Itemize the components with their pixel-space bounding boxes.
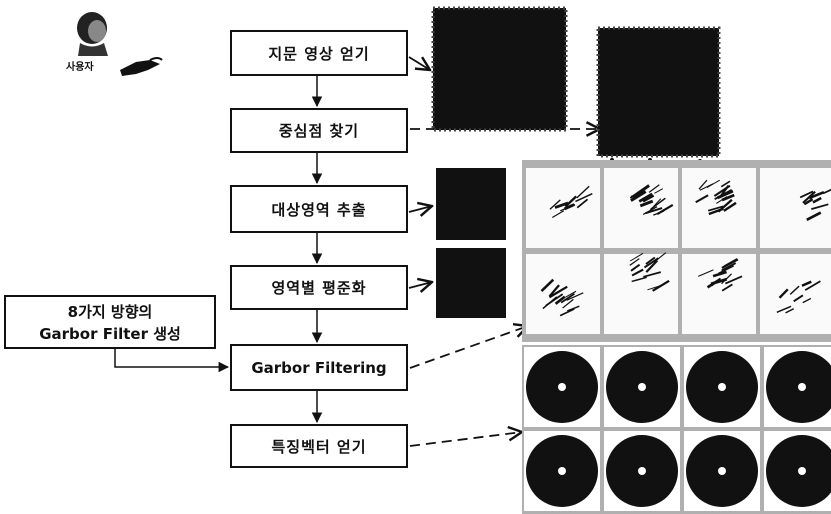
- filtered-panel: [682, 168, 756, 248]
- feature-circle: [764, 347, 831, 427]
- filtered-panel: [604, 168, 678, 248]
- step-find-center[interactable]: 중심점 찾기: [230, 108, 408, 153]
- filter-generation-box[interactable]: 8가지 방향의 Garbor Filter 생성: [4, 295, 216, 349]
- user-label: 사용자: [66, 58, 94, 73]
- step-extract-region[interactable]: 대상영역 추출: [230, 185, 408, 233]
- step-acquire-image[interactable]: 지문 영상 얻기: [230, 30, 408, 76]
- filtered-panels: [522, 160, 831, 342]
- feature-circle: [764, 431, 831, 511]
- feature-circle: [684, 347, 760, 427]
- feature-circle: [684, 431, 760, 511]
- feature-circle: [604, 347, 680, 427]
- filtered-panel: [526, 168, 600, 248]
- step-feature-vector[interactable]: 특징벡터 얻기: [230, 424, 408, 468]
- feature-circles: [522, 345, 831, 514]
- center-point-image: [598, 28, 719, 166]
- filter-box-line1: 8가지 방향의: [6, 301, 214, 323]
- feature-circle: [604, 431, 680, 511]
- filtered-panel: [682, 254, 756, 334]
- filter-box-line2: Garbor Filter 생성: [6, 323, 214, 345]
- fingerprint-image: [433, 8, 566, 130]
- normalized-image: [436, 248, 506, 318]
- filtered-panel: [760, 168, 831, 248]
- filtered-panel: [604, 253, 678, 334]
- filtered-panel: [760, 254, 831, 334]
- step-normalize-region[interactable]: 영역별 평준화: [230, 265, 408, 310]
- feature-circle: [524, 431, 600, 511]
- filter-connector: [115, 349, 228, 367]
- step-garbor-filtering[interactable]: Garbor Filtering: [230, 344, 408, 391]
- feature-circle: [524, 347, 600, 427]
- roi-image: [436, 168, 506, 240]
- filtered-panel: [526, 254, 600, 334]
